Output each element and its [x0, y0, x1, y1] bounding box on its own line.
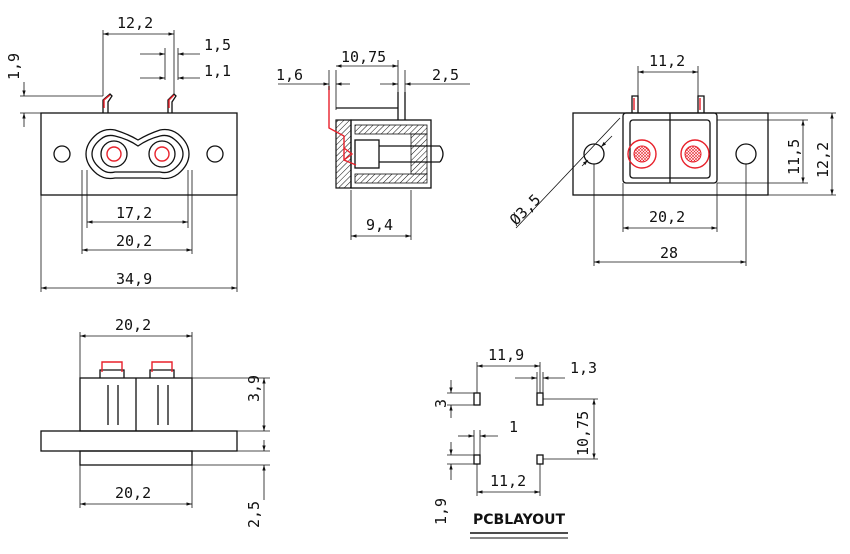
- dim-rear-top: 11,2: [649, 52, 685, 70]
- bottom-view: 20,2 20,2 3,9 2,5: [40, 316, 270, 528]
- dim-pcb-left-h: 3: [432, 399, 450, 408]
- dim-rear-height-outer: 12,2: [814, 142, 832, 178]
- dim-bottom-pin-height: 3,9: [245, 375, 263, 402]
- dim-side-left: 1,6: [276, 66, 303, 84]
- rear-contact-right: [680, 139, 710, 169]
- dim-rear-hole-dia: Ø3,5: [506, 191, 544, 229]
- dim-rear-hole-pitch: 20,2: [649, 208, 685, 226]
- contact-ring-left: [100, 140, 128, 168]
- mount-hole-right: [206, 145, 224, 163]
- dim-bottom-bottom: 20,2: [115, 484, 151, 502]
- contact-ring-right: [148, 140, 176, 168]
- dim-pcb-width: 1: [509, 418, 518, 436]
- dim-pin-gap: 1,1: [204, 62, 231, 80]
- dim-inner-width: 17,2: [116, 204, 152, 222]
- contact-left: [106, 146, 122, 162]
- dim-side-height: 1,9: [5, 53, 23, 80]
- rear-contact-left: [627, 139, 657, 169]
- dim-total-width: 34,9: [116, 270, 152, 288]
- rear-hole-right: [735, 143, 757, 165]
- dim-pcb-bottom-left: 1,9: [432, 498, 450, 525]
- dim-top-width: 12,2: [117, 14, 153, 32]
- pcb-layout: 11,9 1,3 3 1 10,75 11,2 1,9 PCBLAYOUT: [432, 346, 598, 539]
- dim-side-mid: 10,75: [341, 48, 386, 66]
- contact-right: [154, 146, 170, 162]
- front-view: 12,2 1,5 1,1 1,9 17,2 20,2 34,9: [5, 14, 238, 292]
- dim-pcb-right: 1,3: [570, 359, 597, 377]
- dim-bottom-lower: 2,5: [245, 501, 263, 528]
- pin-left: [102, 93, 113, 113]
- pcb-layout-label: PCBLAYOUT: [473, 512, 566, 528]
- side-view: 1,6 10,75 2,5 9,4: [276, 48, 470, 240]
- dim-side-right: 2,5: [432, 66, 459, 84]
- socket-inner: [91, 134, 184, 174]
- pad-top-left: [473, 392, 481, 406]
- bottom-plate: [40, 430, 238, 452]
- pad-bottom-left: [473, 454, 481, 465]
- dim-side-bottom: 9,4: [366, 216, 393, 234]
- dim-rear-height-inner: 11,5: [785, 139, 803, 175]
- pin-right-red: [168, 94, 175, 108]
- dim-bottom-top: 20,2: [115, 316, 151, 334]
- pad-bottom-right: [536, 454, 544, 465]
- pin-left-red: [103, 94, 111, 108]
- side-contact-red: [328, 86, 357, 166]
- bottom-skirt: [79, 450, 193, 466]
- dim-pcb-height: 10,75: [574, 411, 592, 456]
- pad-top-right: [536, 392, 544, 406]
- bottom-pin-right-red: [151, 361, 173, 372]
- dim-rear-total: 28: [660, 244, 678, 262]
- pin-right: [167, 93, 177, 113]
- rear-view: 11,2 11,5 12,2 Ø3,5 20,2 28: [506, 52, 836, 266]
- dim-pcb-bottom: 11,2: [490, 472, 526, 490]
- dim-pin-spacing: 20,2: [116, 232, 152, 250]
- dim-pin-width: 1,5: [204, 36, 231, 54]
- bottom-pin-left-red: [101, 361, 123, 372]
- front-plate: [40, 112, 238, 196]
- dim-pcb-top: 11,9: [488, 346, 524, 364]
- mount-hole-left: [53, 145, 71, 163]
- socket-outline: [85, 128, 190, 180]
